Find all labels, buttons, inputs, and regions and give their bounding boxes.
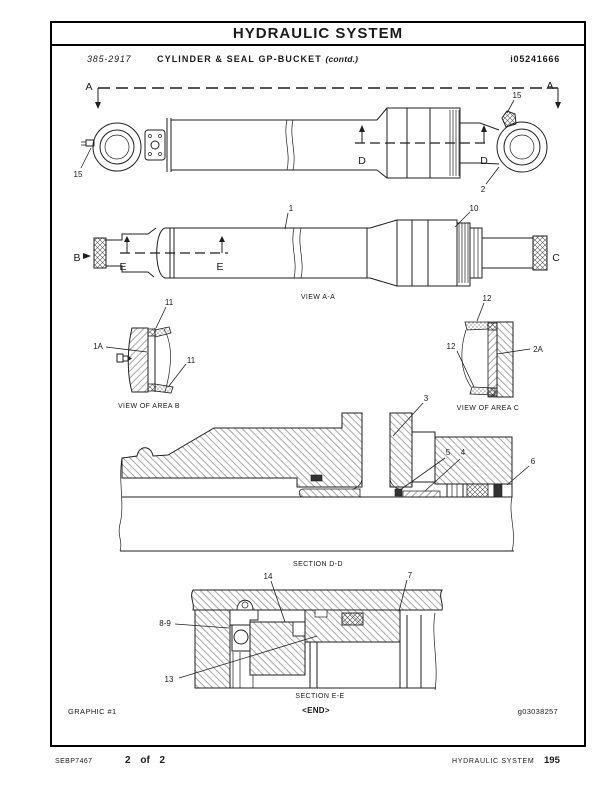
doc-id: i05241666	[510, 54, 560, 64]
label-6: 6	[531, 457, 536, 466]
page-title: HYDRAULIC SYSTEM	[52, 23, 584, 46]
label-11-top: 11	[165, 298, 174, 307]
figure-area-c: 12 12 2A VIEW OF AREA C	[447, 294, 544, 412]
graphic-footer: GRAPHIC #1 <END> g03038257	[50, 705, 582, 719]
arrow-b	[83, 253, 91, 259]
callouts: 11 1A 11	[93, 298, 196, 387]
page-indicator: 2 of 2	[125, 755, 166, 766]
label-3: 3	[424, 394, 429, 403]
section-dd-drawing	[118, 412, 514, 552]
label-12-top: 12	[483, 294, 492, 303]
callouts: B C 1 10	[73, 204, 560, 264]
caption-section-ee: SECTION E-E	[295, 693, 344, 700]
label-1a: 1A	[93, 342, 103, 351]
callouts: 14 7 8-9 13	[159, 571, 413, 684]
label-15-left: 15	[74, 170, 83, 179]
footer-section-title: HYDRAULIC SYSTEM	[452, 758, 535, 765]
label-7: 7	[408, 571, 413, 580]
contd-note: (contd.)	[325, 54, 359, 64]
label-4: 4	[461, 448, 466, 457]
label-b: B	[73, 252, 80, 264]
caption-view-aa: VIEW A-A	[301, 294, 335, 301]
label-14: 14	[264, 572, 273, 581]
label-c: C	[552, 252, 560, 264]
area-b-drawing	[116, 326, 174, 394]
figure-area-b: 11 1A 11 VIEW OF AREA B	[93, 298, 196, 410]
label-10: 10	[470, 204, 479, 213]
part-number: 385-2917	[87, 54, 132, 64]
section-ee-drawing	[191, 589, 443, 691]
figure-view-aa: E E B C 1 10 VIEW A-A	[73, 204, 560, 301]
label-5: 5	[446, 448, 451, 457]
area-c-drawing	[461, 321, 514, 398]
doc-code: SEBP7467	[55, 758, 93, 765]
label-12-left: 12	[447, 342, 456, 351]
figure-section-dd: 3 5 4 6 SECTION D-D	[118, 394, 536, 568]
label-11-right: 11	[187, 356, 196, 365]
callouts: 3 5 4 6	[392, 394, 536, 492]
callouts: 12 12 2A	[447, 294, 544, 388]
label-8-9: 8-9	[159, 619, 171, 628]
label-d-left: D	[358, 155, 366, 167]
part-title: CYLINDER & SEAL GP-BUCKET (contd.)	[157, 54, 358, 64]
label-e-left: E	[119, 261, 126, 273]
label-13: 13	[165, 675, 174, 684]
label-d-right: D	[480, 155, 488, 167]
section-bracket-a: A A	[85, 80, 561, 109]
figure-section-ee: 14 7 8-9 13 SECTION E-E	[159, 571, 443, 700]
label-a-left: A	[85, 81, 92, 93]
label-a-right: A	[546, 80, 553, 92]
graphic-label: GRAPHIC #1	[68, 707, 117, 716]
section-line-ee: E E	[119, 236, 228, 273]
page-footer: SEBP7467 2 of 2 HYDRAULIC SYSTEM 195	[0, 753, 612, 769]
label-e-right: E	[216, 261, 223, 273]
subheader: 385-2917 CYLINDER & SEAL GP-BUCKET (cont…	[52, 54, 584, 68]
page-number: 195	[544, 755, 560, 766]
section-line-dd: D D	[355, 125, 490, 167]
figure-overall-view: A A	[74, 80, 561, 194]
graphic-id: g03038257	[517, 707, 558, 716]
end-marker: <END>	[302, 706, 330, 715]
label-2: 2	[481, 185, 486, 194]
caption-section-dd: SECTION D-D	[293, 561, 343, 568]
label-15-right: 15	[513, 91, 522, 100]
label-2a: 2A	[533, 345, 543, 354]
caption-area-b: VIEW OF AREA B	[118, 403, 180, 410]
part-title-text: CYLINDER & SEAL GP-BUCKET	[157, 54, 322, 64]
caption-area-c: VIEW OF AREA C	[457, 405, 519, 412]
callouts: 15 15 2	[74, 91, 522, 194]
label-1: 1	[289, 204, 294, 213]
